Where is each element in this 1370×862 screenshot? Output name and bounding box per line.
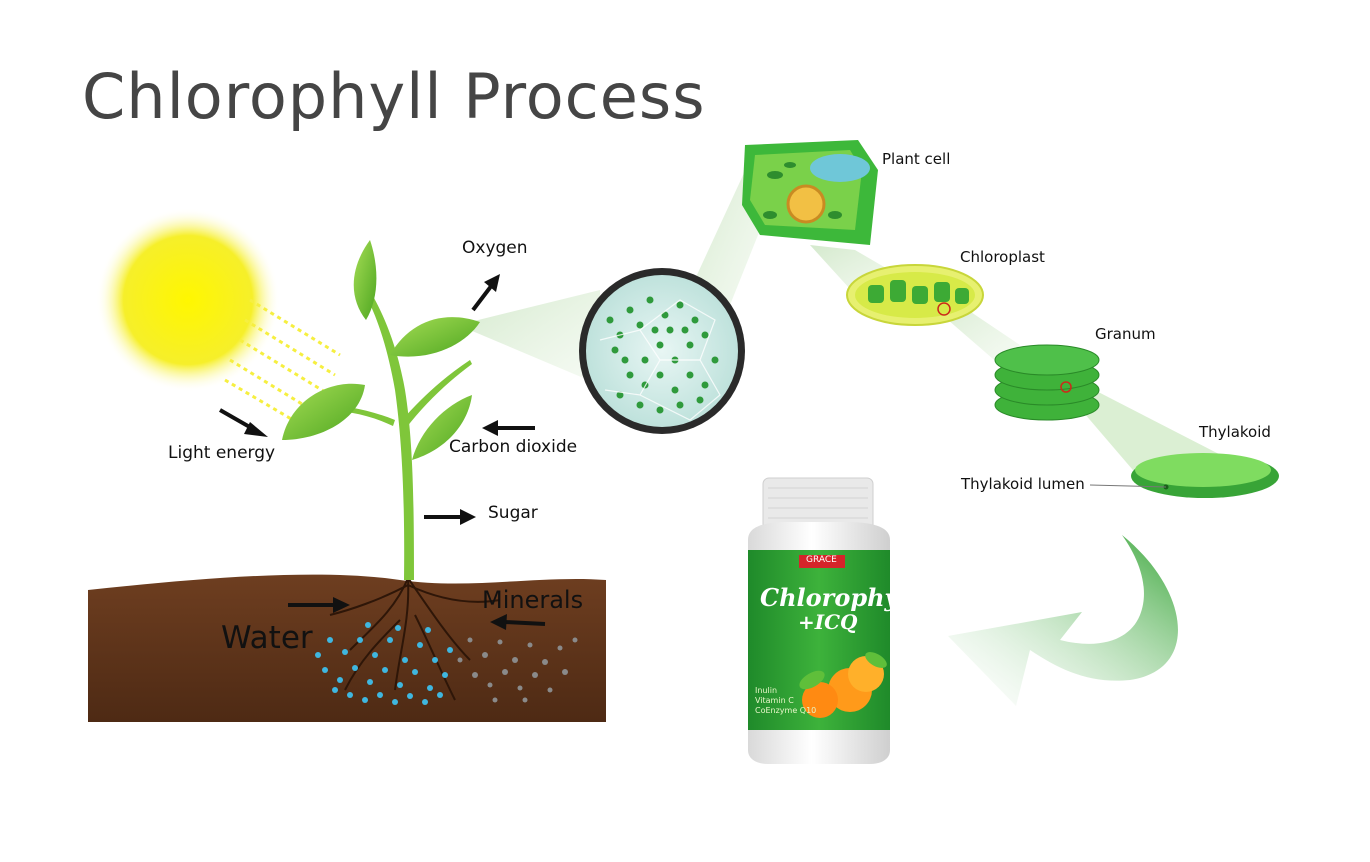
bottle-product-name: Chlorophyll	[760, 583, 917, 612]
water-label: Water	[221, 620, 313, 656]
leaf-upper-right	[390, 317, 480, 357]
thylakoid-label: Thylakoid	[1199, 423, 1271, 441]
leaf-lower-right	[412, 395, 472, 460]
granum	[994, 344, 1100, 421]
plant-cell	[742, 140, 878, 245]
zoom-beam-leaf	[458, 290, 600, 385]
sugar-label: Sugar	[488, 503, 538, 523]
leaf-left	[282, 383, 365, 440]
sun	[96, 208, 280, 392]
plant-cell-label: Plant cell	[882, 150, 951, 168]
water-droplets	[315, 622, 453, 705]
page-title: Chlorophyll Process	[82, 60, 706, 133]
leaf-top	[353, 240, 377, 320]
light-energy-label: Light energy	[168, 443, 276, 463]
roots	[329, 577, 501, 701]
minerals-label: Minerals	[482, 586, 584, 614]
bottle-ingredients: Inulin Vitamin C CoEnzyme Q10	[755, 686, 816, 716]
magnified-leaf-cells	[579, 268, 745, 434]
chloroplast	[846, 264, 984, 326]
bottle-variant: +ICQ	[798, 610, 858, 634]
thylakoid-lumen-label: Thylakoid lumen	[961, 475, 1085, 493]
return-arrow	[948, 535, 1178, 706]
process-arrows	[219, 274, 546, 630]
thylakoid	[1089, 453, 1279, 498]
oxygen-label: Oxygen	[462, 238, 528, 258]
carbon-dioxide-label: Carbon dioxide	[449, 437, 578, 457]
branch-right	[402, 360, 472, 428]
chloroplast-label: Chloroplast	[960, 248, 1045, 266]
ingredient-3: CoEnzyme Q10	[755, 706, 817, 715]
mineral-particles	[457, 637, 578, 703]
ingredient-1: Inulin	[755, 686, 778, 695]
granum-label: Granum	[1095, 325, 1156, 343]
ingredient-2: Vitamin C	[755, 696, 794, 705]
supplement-bottle	[748, 477, 890, 764]
soil	[88, 574, 606, 722]
bottle-brand: GRACE	[806, 555, 837, 565]
